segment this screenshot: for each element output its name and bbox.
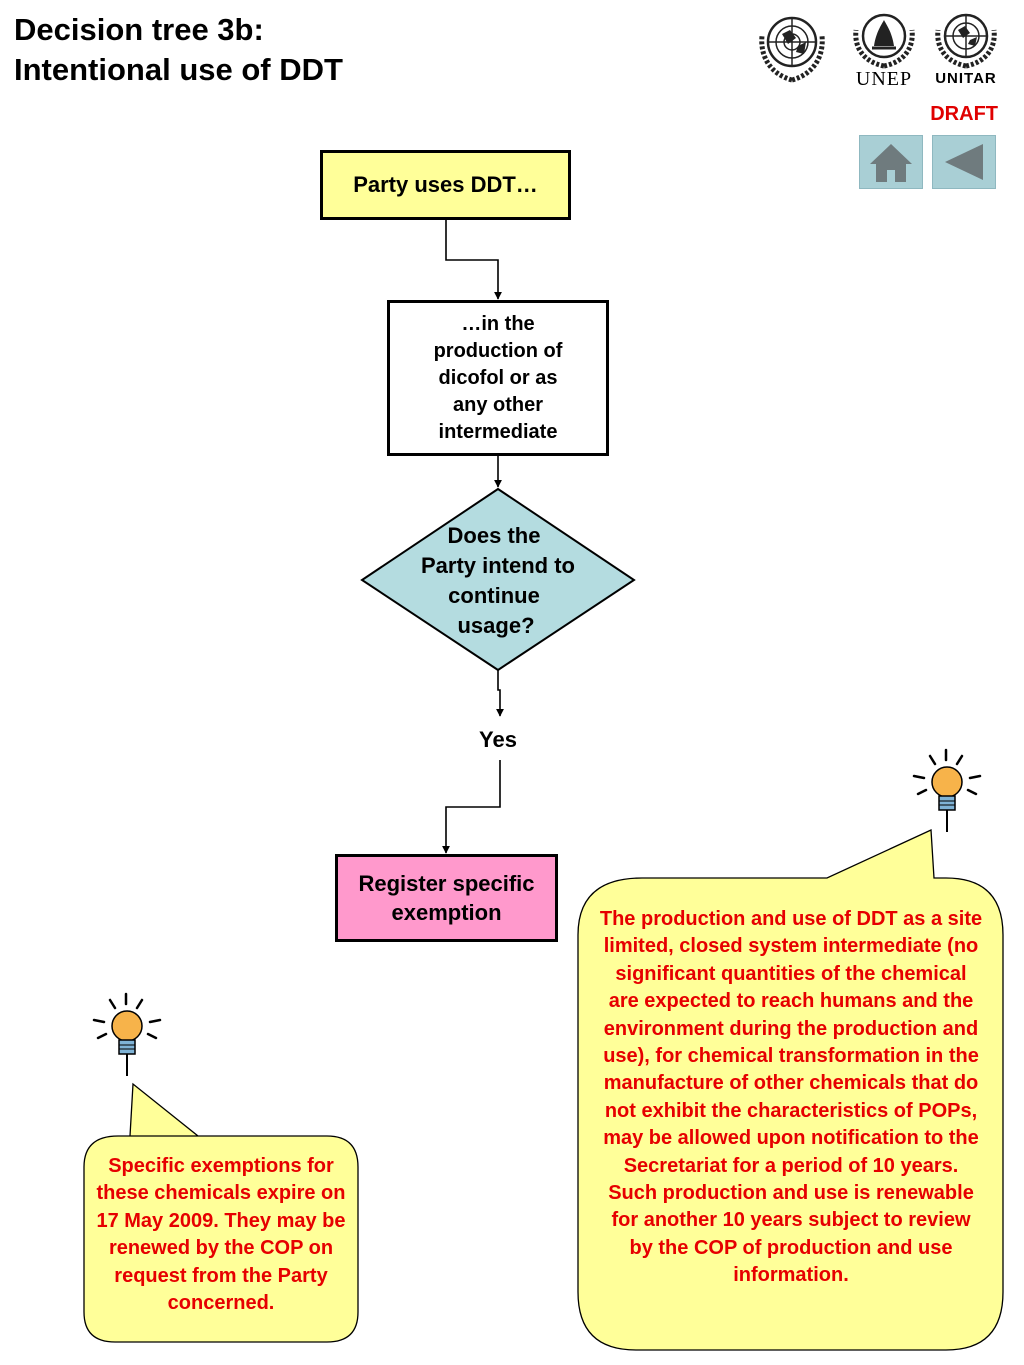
page-title: Decision tree 3b: Intentional use of DDT [14,10,343,90]
intermediate-box: …in the production of dicofol or as any … [387,300,609,456]
right-callout-bubble [577,829,1004,1351]
yes-label: Yes [479,727,517,752]
back-triangle-icon [945,144,983,180]
unitar-label: UNITAR [935,70,997,87]
connector-yes-to-register [442,760,501,854]
unep-logo: UNEP [848,8,920,92]
register-line-2: exemption [391,900,502,925]
left-callout-text: Specific exemptions for these chemicals … [96,1155,346,1315]
intermediate-text: …in the production of dicofol or as any … [433,312,563,443]
decision-line-3: continue [448,583,540,608]
decision-line-2: Party intend to [420,553,575,578]
un-logo [756,8,828,84]
title-line-1: Decision tree 3b: [14,12,264,47]
connector-decision-to-yes [496,670,504,717]
register-exemption-box: Register specific exemption [335,854,558,942]
connector-start-to-intermediate [445,219,502,300]
back-button[interactable] [932,135,996,189]
right-callout-text: The production and use of DDT as a site … [599,908,983,1287]
decision-line-4: usage? [457,613,535,638]
unitar-logo: UNITAR [930,8,1002,92]
decision-line-1: Does the [447,523,541,548]
decision-text: Does the Party intend to continue usage? [398,521,598,641]
lightbulb-icon [92,992,162,1076]
un-emblem-icon [759,16,825,83]
lightbulb-icon [912,748,982,832]
decision-diamond [360,487,636,672]
left-callout-bubble [83,1082,359,1343]
start-box: Party uses DDT… [320,150,571,220]
unep-label: UNEP [855,68,913,90]
title-line-2: Intentional use of DDT [14,52,343,87]
unitar-emblem-icon [935,13,997,69]
home-button[interactable] [859,135,923,189]
start-text: Party uses DDT… [353,172,538,197]
register-line-1: Register specific [358,871,535,896]
draft-label: DRAFT [930,103,998,125]
unep-emblem-icon [853,13,915,69]
home-icon [870,144,912,182]
